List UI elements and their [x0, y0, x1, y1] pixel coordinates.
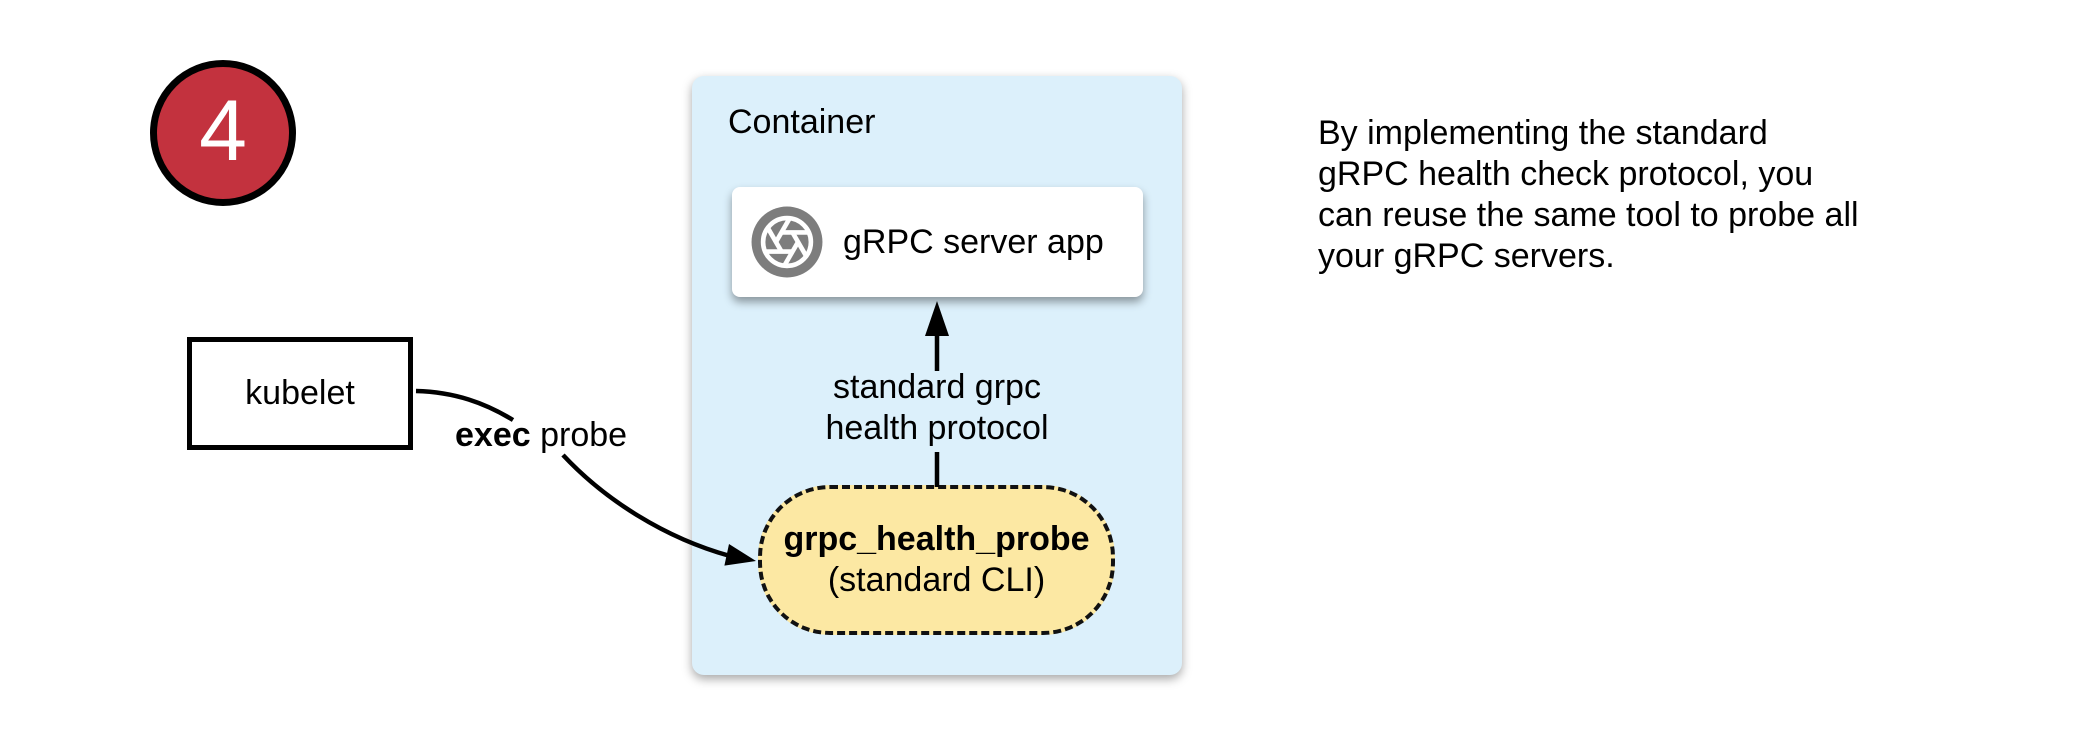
- kubelet-box: kubelet: [187, 337, 413, 450]
- probe-pill-title: grpc_health_probe: [783, 520, 1090, 558]
- step-number: 4: [199, 83, 247, 179]
- exec-probe-label-rest: probe: [530, 416, 628, 454]
- kubelet-label: kubelet: [245, 374, 355, 412]
- annotation-text: By implementing the standard gRPC health…: [1318, 114, 1859, 275]
- probe-pill-subtitle: (standard CLI): [827, 561, 1046, 599]
- aperture-icon: [751, 206, 823, 278]
- grpc-health-probe-pill: grpc_health_probe (standard CLI): [758, 485, 1115, 635]
- container-title: Container: [728, 103, 876, 141]
- container-box: Container gRPC server app standar: [692, 76, 1182, 675]
- exec-probe-label: exec probe: [455, 416, 627, 455]
- grpc-server-label: gRPC server app: [843, 222, 1104, 261]
- step-number-badge: 4: [150, 60, 296, 206]
- health-protocol-label: standard grpc health protocol: [825, 368, 1049, 447]
- exec-probe-label-bold: exec: [455, 416, 531, 454]
- grpc-server-box: gRPC server app: [732, 187, 1143, 297]
